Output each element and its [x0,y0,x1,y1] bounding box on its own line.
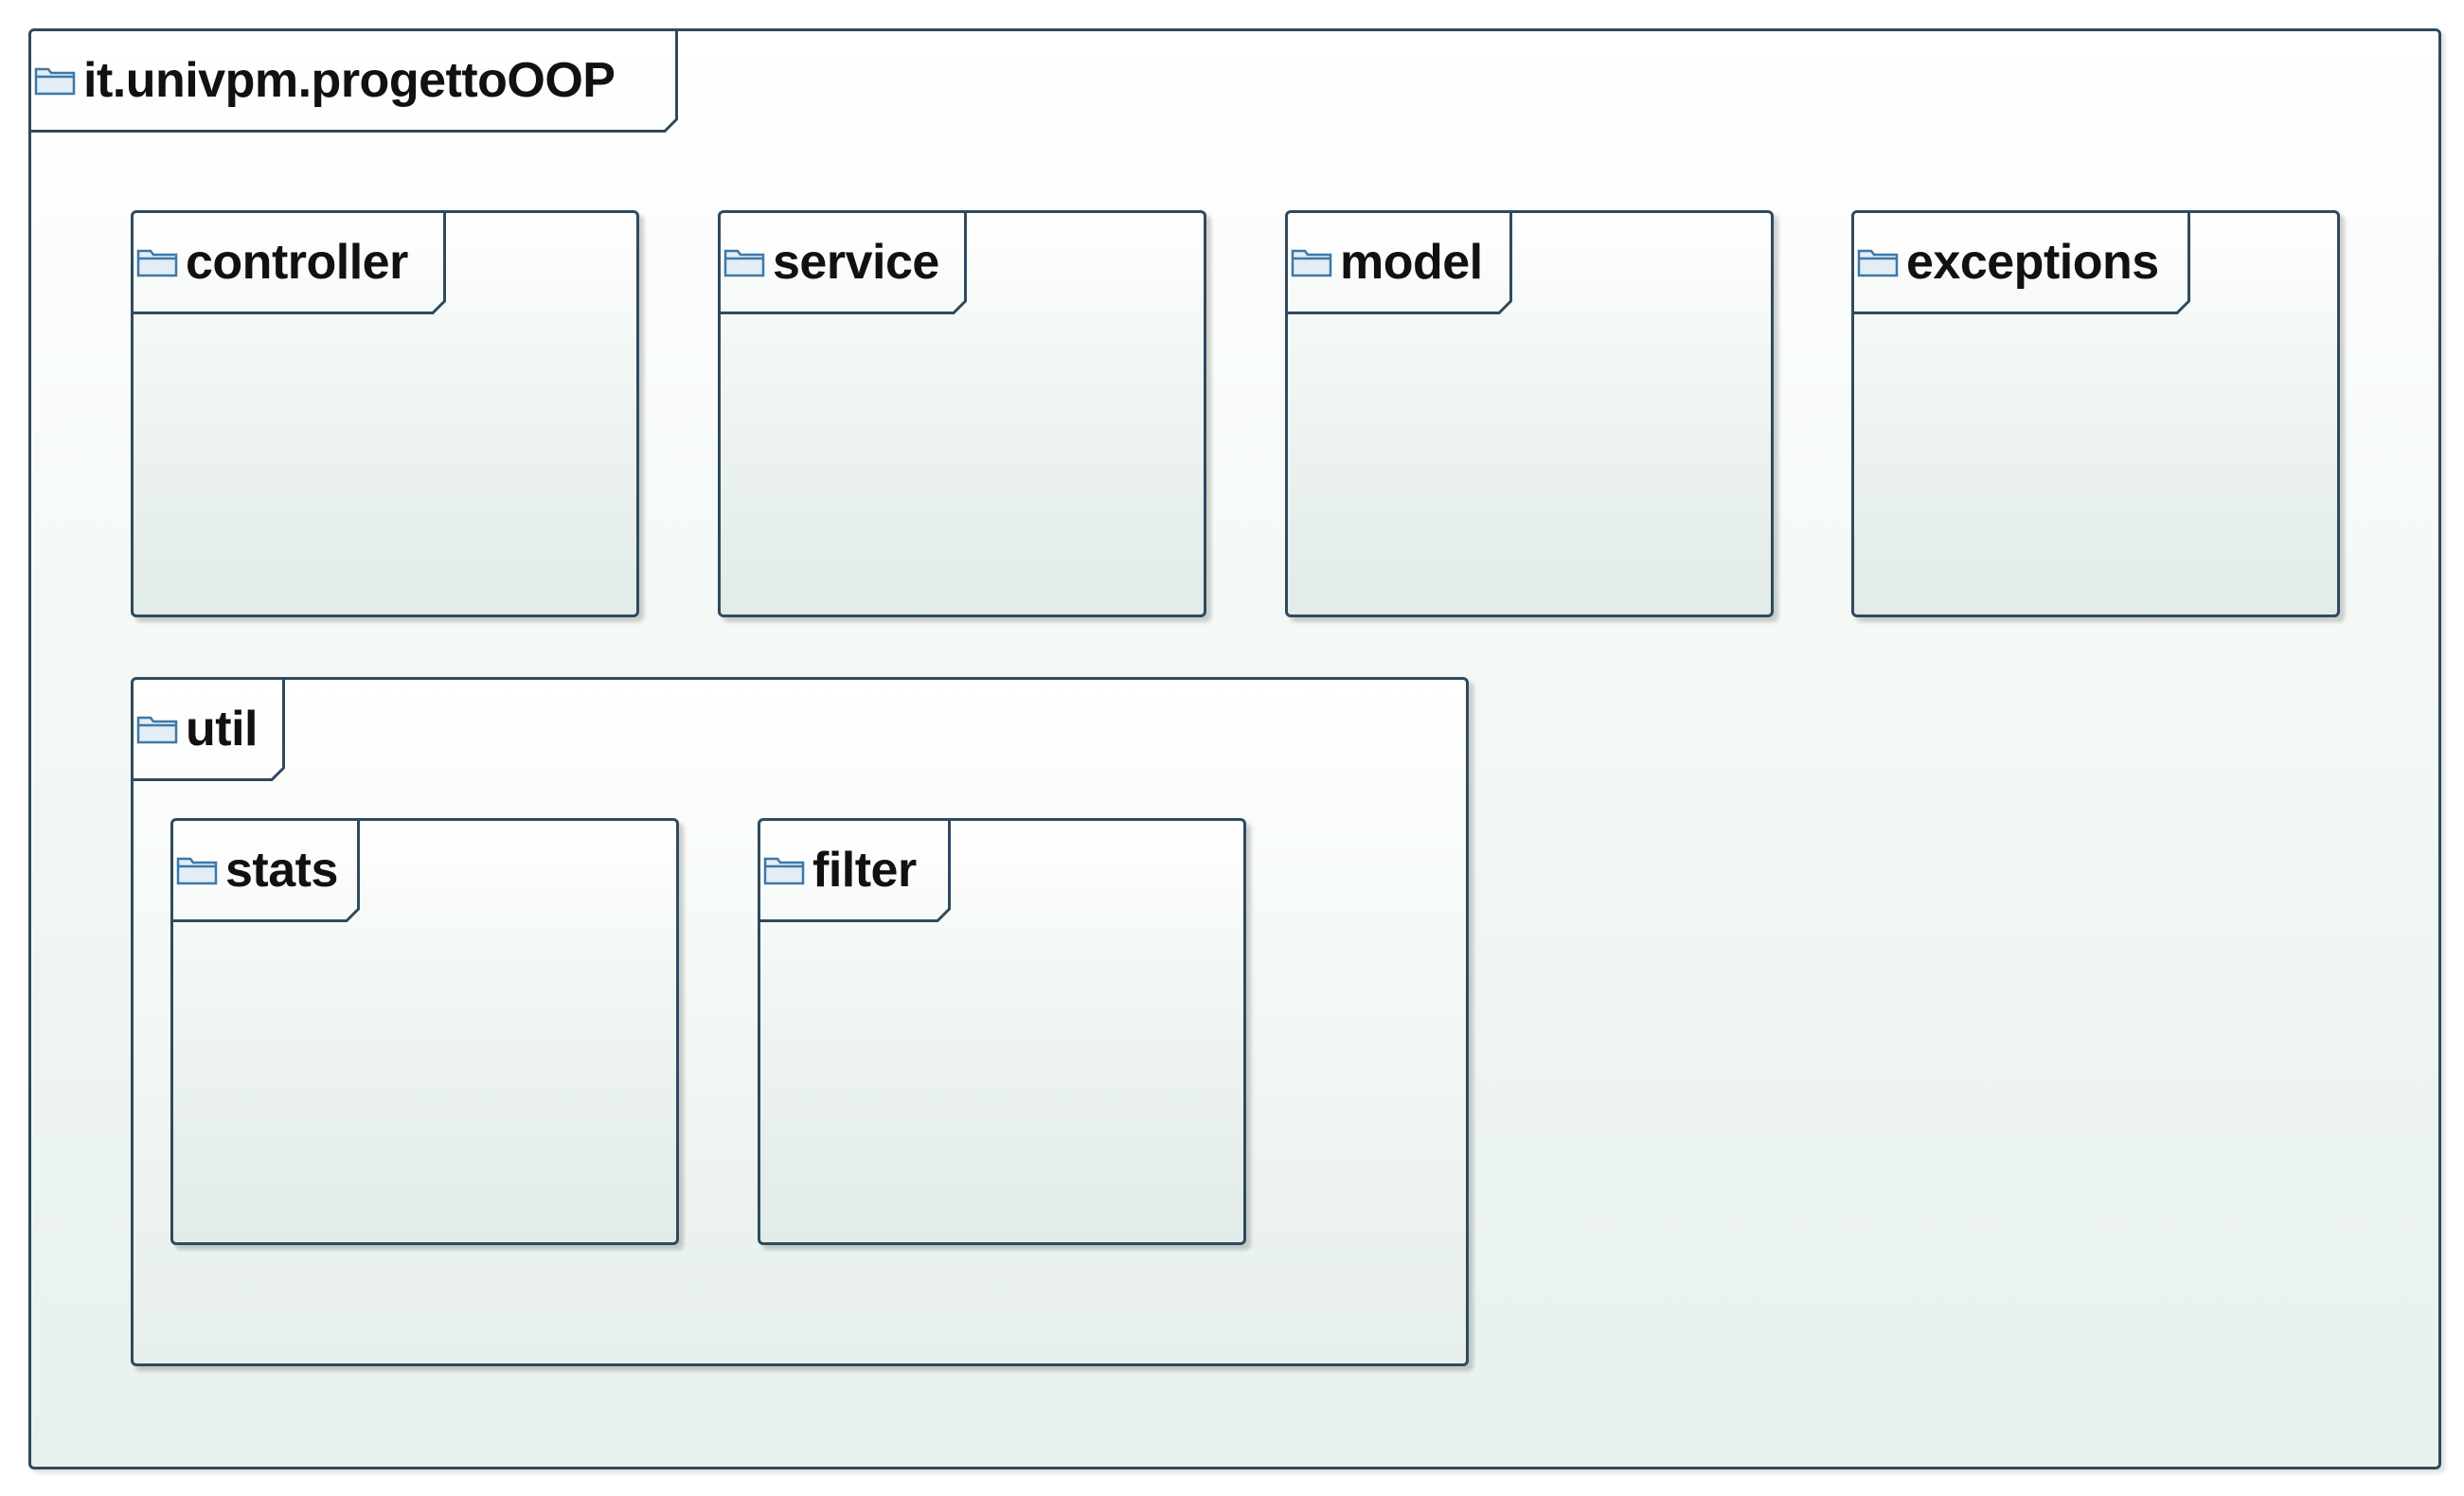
tab-frame [1286,211,1512,314]
package-filter-name: filter [812,843,917,898]
package-exceptions-tab: exceptions [1851,210,2190,314]
folder-icon [1857,249,1899,277]
package-root-tab: it.univpm.progettoOOP [28,28,678,133]
tab-frame [759,819,951,922]
folder-icon [763,857,805,885]
package-controller[interactable]: controller [131,210,639,617]
folder-icon [1291,249,1332,277]
package-root-name: it.univpm.progettoOOP [83,53,616,108]
package-exceptions[interactable]: exceptions [1851,210,2340,617]
tab-frame [1852,211,2190,314]
tab-frame [132,678,285,781]
package-model-tab: model [1285,210,1512,314]
tab-frame [132,211,446,314]
folder-icon [723,249,765,277]
package-model-name: model [1340,235,1483,290]
package-stats-tab: stats [170,818,360,922]
package-exceptions-name: exceptions [1906,235,2159,290]
package-model[interactable]: model [1285,210,1774,617]
package-filter[interactable]: filter [758,818,1246,1245]
package-stats[interactable]: stats [170,818,679,1245]
folder-icon [34,67,76,96]
package-util-tab: util [131,677,285,781]
folder-icon [176,857,218,885]
package-controller-name: controller [186,235,408,290]
package-service[interactable]: service [718,210,1206,617]
folder-icon [136,716,178,744]
tab-frame [171,819,360,922]
tab-frame [719,211,967,314]
package-service-name: service [773,235,939,290]
package-service-tab: service [718,210,967,314]
package-stats-name: stats [225,843,338,898]
package-filter-tab: filter [758,818,951,922]
folder-icon [136,249,178,277]
package-controller-tab: controller [131,210,446,314]
package-util-name: util [186,702,258,757]
tab-frame [29,29,678,133]
